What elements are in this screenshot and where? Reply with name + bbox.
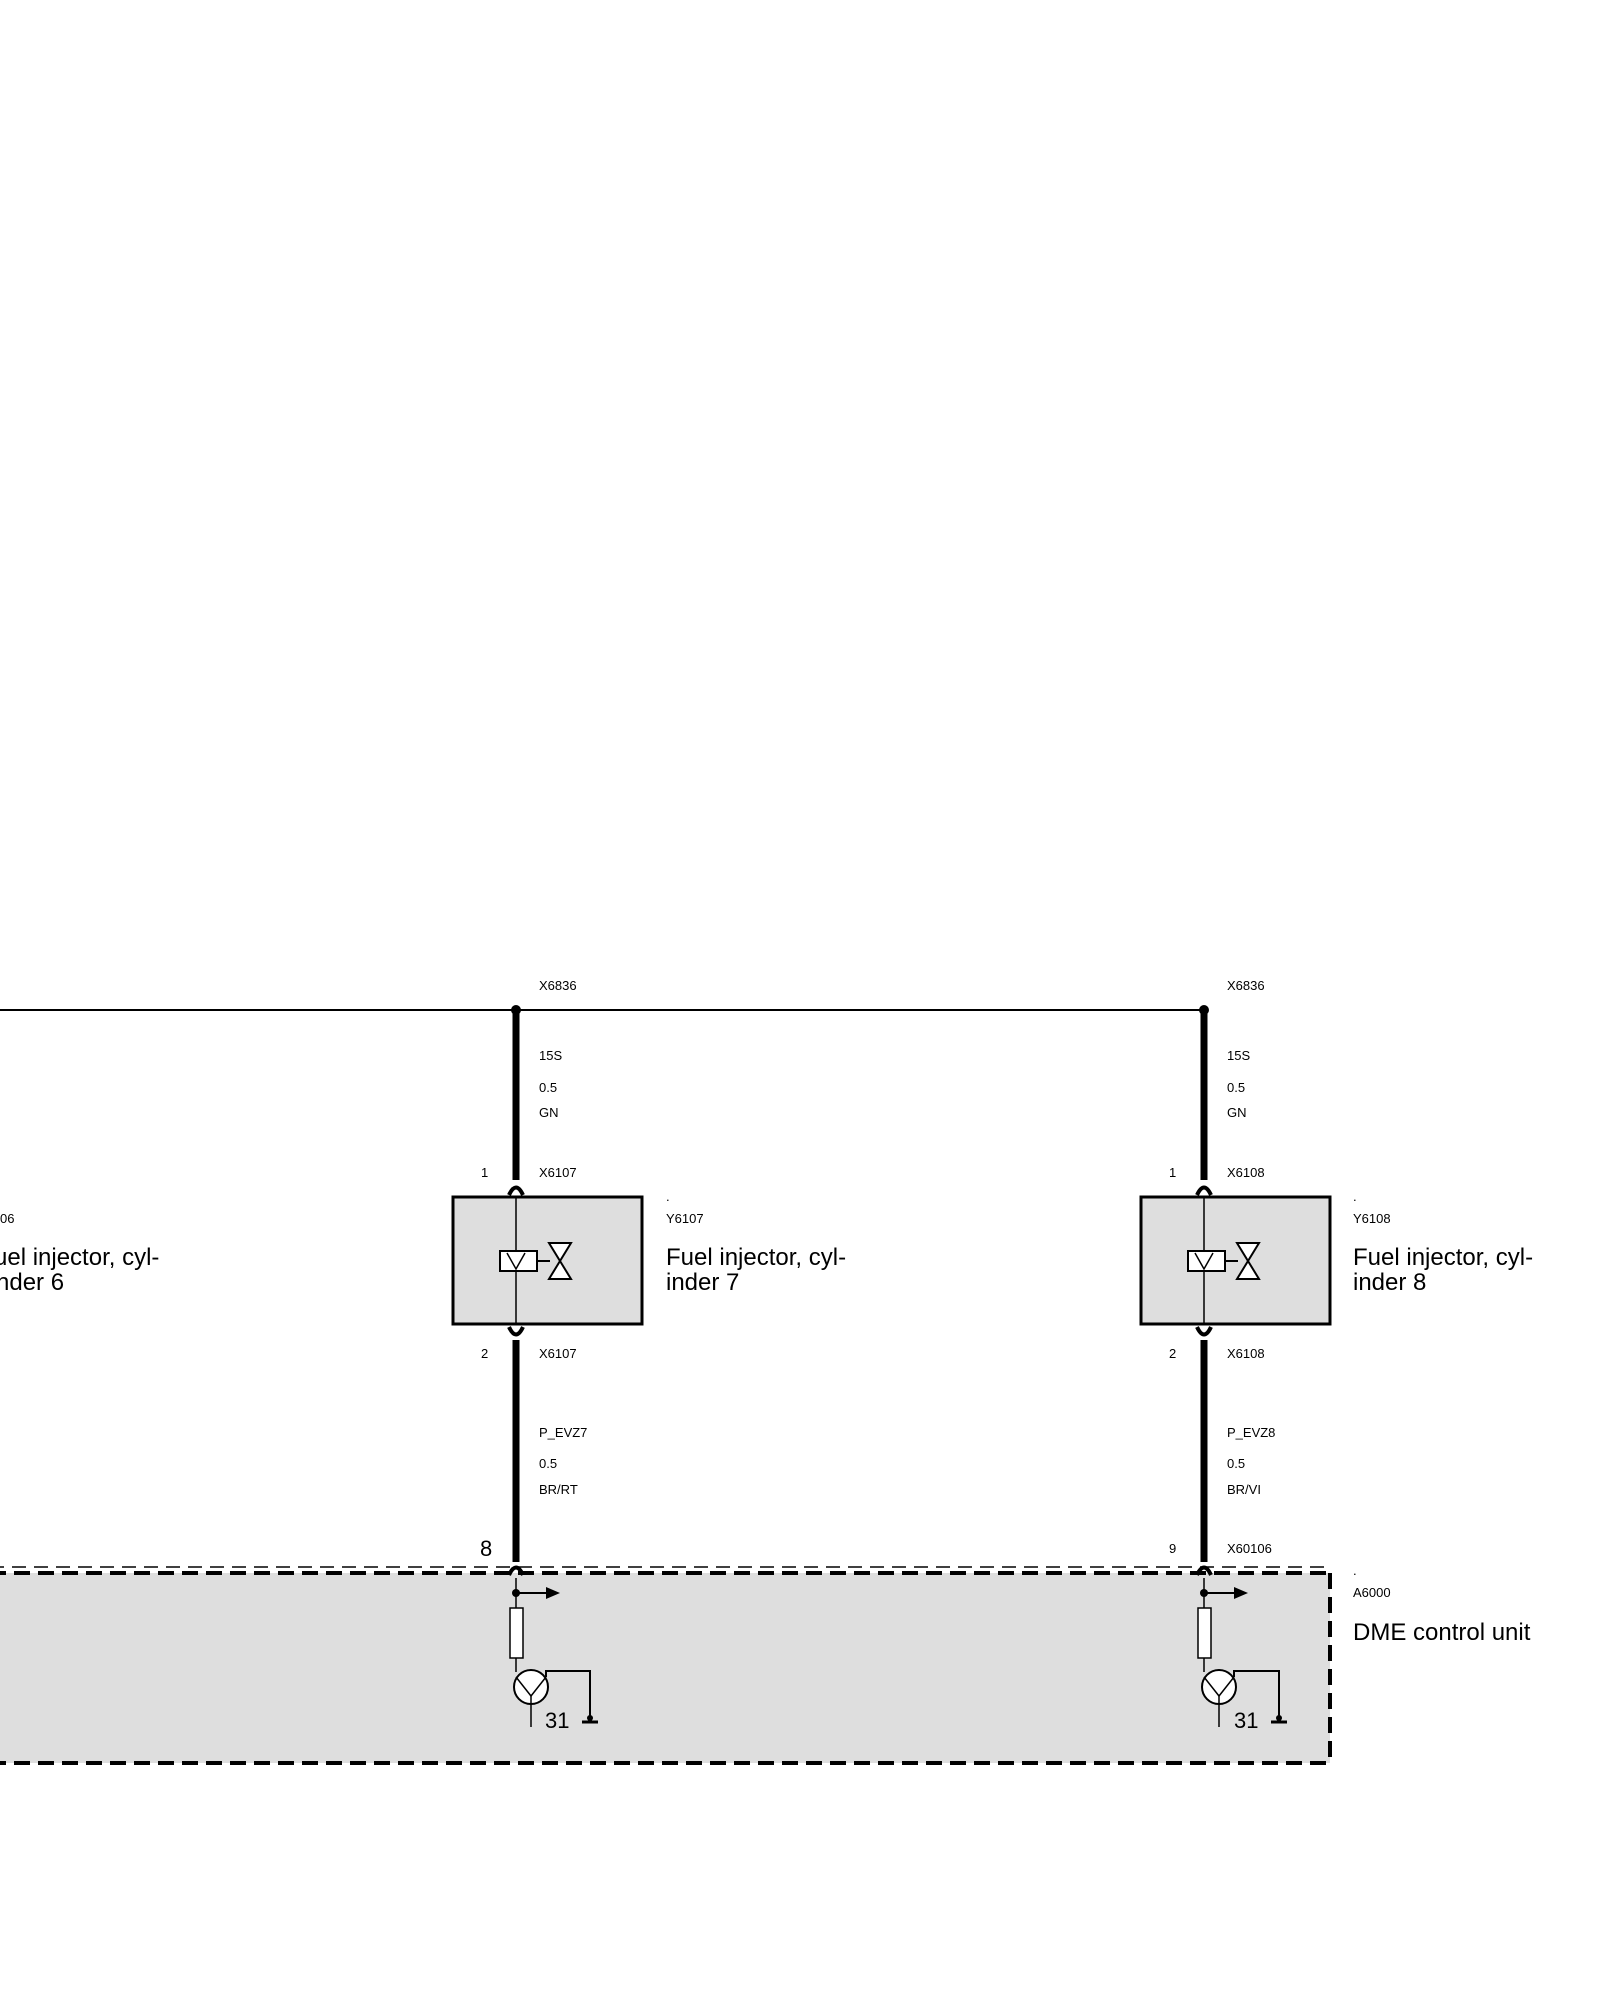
dme-dot: . xyxy=(1353,1563,1357,1578)
resistor-icon xyxy=(509,1607,524,1659)
ground-icon xyxy=(1276,1715,1282,1721)
connector-arc-bottom xyxy=(1195,1326,1213,1337)
connector-label-top: X6107 xyxy=(539,1165,577,1180)
resistor-icon xyxy=(1197,1607,1212,1659)
transistor-collector xyxy=(1218,1676,1235,1697)
wire-top-color: GN xyxy=(539,1105,559,1120)
wire-top-size: 0.5 xyxy=(1227,1080,1245,1095)
injector-name-1: Fuel injector, cyl- xyxy=(1353,1244,1533,1271)
wire-top-color: GN xyxy=(1227,1105,1247,1120)
wire-bottom-color: BR/RT xyxy=(539,1482,578,1497)
coil-diagonal xyxy=(1194,1252,1214,1271)
dme-connector-arc xyxy=(507,1565,525,1576)
ground-label: 31 xyxy=(1234,1708,1258,1733)
connector-label-top: X6108 xyxy=(1227,1165,1265,1180)
connector-label-bottom: X6108 xyxy=(1227,1346,1265,1361)
solenoid-coil xyxy=(499,1250,538,1272)
injector-cylinder-7: X6836 15S 0.5 GN 1 X6107 . Y6107 Fuel in… xyxy=(451,978,846,1733)
transistor-base xyxy=(515,1676,532,1697)
wire-bottom-signal: P_EVZ8 xyxy=(1227,1425,1275,1440)
component-dot: . xyxy=(1353,1189,1357,1204)
partial-component-id: 06 xyxy=(0,1211,14,1226)
pin-top: 1 xyxy=(481,1165,488,1180)
component-id: Y6108 xyxy=(1353,1211,1391,1226)
dme-component-id: A6000 xyxy=(1353,1585,1391,1600)
component-id: Y6107 xyxy=(666,1211,704,1226)
dme-box xyxy=(0,1573,1330,1763)
dme-pin: 8 xyxy=(480,1536,492,1561)
wire-top-signal: 15S xyxy=(1227,1048,1250,1063)
coil-diagonal xyxy=(506,1252,526,1271)
pin-bottom: 2 xyxy=(1169,1346,1176,1361)
connector-top-label: X6836 xyxy=(539,978,577,993)
dme-connector-label: X60106 xyxy=(1227,1541,1272,1556)
component-dot: . xyxy=(666,1189,670,1204)
connector-arc-bottom xyxy=(507,1326,525,1337)
pin-top: 1 xyxy=(1169,1165,1176,1180)
wire-bottom-color: BR/VI xyxy=(1227,1482,1261,1497)
connector-arc-top xyxy=(507,1185,525,1196)
signal-arrow-icon xyxy=(1234,1587,1248,1599)
connector-arc-top xyxy=(1195,1185,1213,1196)
valve-icon xyxy=(1235,1242,1261,1280)
transistor-base xyxy=(1203,1676,1220,1697)
wire-top-signal: 15S xyxy=(539,1048,562,1063)
ground-icon xyxy=(587,1715,593,1721)
transistor-collector xyxy=(530,1676,547,1697)
wire-top-size: 0.5 xyxy=(539,1080,557,1095)
dme-name: DME control unit xyxy=(1353,1619,1531,1646)
wire-bottom-signal: P_EVZ7 xyxy=(539,1425,587,1440)
dme-connector-arc xyxy=(1195,1565,1213,1576)
dme-pin: 9 xyxy=(1169,1541,1176,1556)
connector-top-label: X6836 xyxy=(1227,978,1265,993)
pin-bottom: 2 xyxy=(481,1346,488,1361)
ground-label: 31 xyxy=(545,1708,569,1733)
ground-wire xyxy=(1233,1670,1280,1721)
injector-name-1: Fuel injector, cyl- xyxy=(666,1244,846,1271)
wire-bottom-size: 0.5 xyxy=(539,1456,557,1471)
dme-control-unit: . A6000 DME control unit xyxy=(0,1563,1531,1765)
connector-label-bottom: X6107 xyxy=(539,1346,577,1361)
injector-name-2: inder 7 xyxy=(666,1269,739,1296)
partial-injector-name-2: nder 6 xyxy=(0,1269,64,1296)
valve-icon xyxy=(547,1242,573,1280)
wire-bottom-size: 0.5 xyxy=(1227,1456,1245,1471)
injector-name-2: inder 8 xyxy=(1353,1269,1426,1296)
signal-arrow-icon xyxy=(546,1587,560,1599)
ground-wire xyxy=(545,1670,591,1721)
solenoid-coil xyxy=(1187,1250,1226,1272)
partial-injector-name-1: uel injector, cyl- xyxy=(0,1244,159,1271)
injector-cylinder-8: X6836 15S 0.5 GN 1 X6108 . Y6108 Fuel in… xyxy=(1139,978,1533,1733)
